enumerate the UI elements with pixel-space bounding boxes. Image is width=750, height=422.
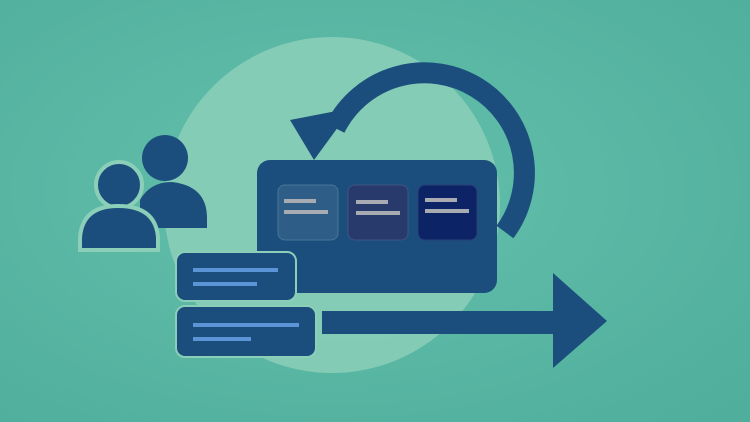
card-done: [417, 184, 478, 241]
card-todo: [277, 184, 339, 241]
backlog-card-1: [175, 251, 297, 302]
cycle-arrow-icon: [290, 62, 535, 239]
backlog-card-2: [175, 305, 317, 358]
card-in-progress: [347, 184, 409, 241]
users-icon: [78, 135, 207, 252]
sprint-board: [257, 160, 497, 293]
forward-arrow-icon: [322, 273, 607, 368]
